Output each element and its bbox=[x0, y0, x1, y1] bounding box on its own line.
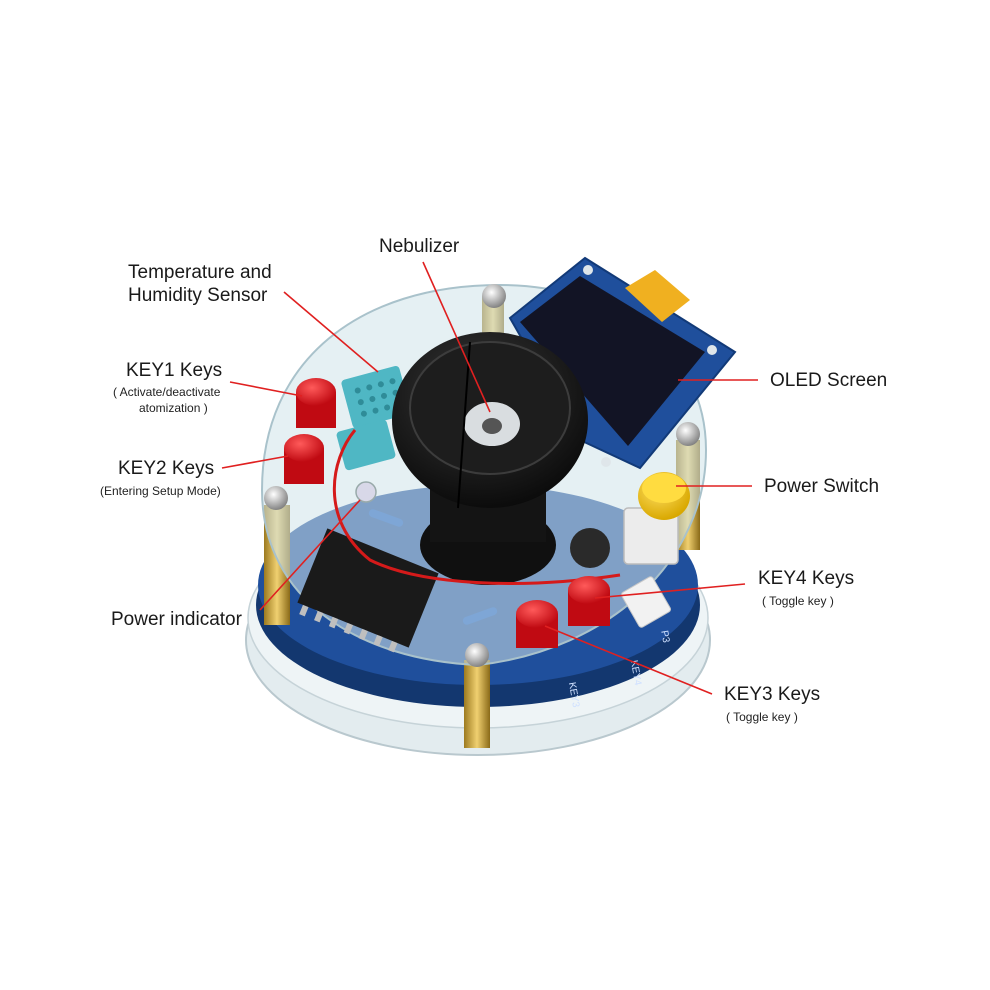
leader-key3 bbox=[544, 625, 713, 695]
screw-back bbox=[482, 284, 506, 308]
screw-left bbox=[264, 486, 288, 510]
key2-button-graphic bbox=[284, 434, 324, 484]
label-power-switch: Power Switch bbox=[764, 476, 880, 497]
white-connector bbox=[621, 576, 671, 628]
key3-button-graphic bbox=[516, 600, 558, 648]
screw-right bbox=[676, 422, 700, 446]
sensor-grille bbox=[354, 378, 402, 417]
label-key3-desc: ( Toggle key ) bbox=[726, 710, 798, 724]
label-temp-sensor-line2: Humidity Sensor bbox=[128, 285, 268, 306]
label-key1-desc-line1: ( Activate/deactivate bbox=[113, 385, 221, 399]
power-switch-cap bbox=[642, 473, 686, 503]
label-nebulizer: Nebulizer bbox=[379, 236, 460, 257]
nebulizer-outlet-hole bbox=[482, 418, 502, 434]
red-wire bbox=[332, 429, 621, 585]
silk-key3: KEY3 bbox=[566, 681, 581, 709]
leader-power-indicator bbox=[259, 499, 361, 611]
silk-p3: P3 bbox=[658, 630, 671, 644]
label-oled-screen: OLED Screen bbox=[770, 370, 888, 391]
label-key2: KEY2 Keys bbox=[118, 458, 215, 479]
leader-lines bbox=[221, 261, 758, 695]
label-temp-sensor-line1: Temperature and bbox=[128, 262, 272, 283]
label-key1-desc-line2: atomization ) bbox=[139, 401, 208, 415]
ic-pins bbox=[299, 604, 398, 653]
label-key4: KEY4 Keys bbox=[758, 568, 855, 589]
leader-key2 bbox=[221, 455, 289, 469]
resistor-1 bbox=[368, 509, 404, 527]
resistor-2 bbox=[462, 607, 498, 625]
leader-key4 bbox=[594, 583, 746, 599]
oled-mount-hole-1 bbox=[583, 265, 593, 275]
key1-button-graphic bbox=[296, 378, 336, 428]
label-power-indicator: Power indicator bbox=[111, 609, 242, 630]
inductor bbox=[570, 528, 610, 568]
leader-key1 bbox=[229, 381, 303, 397]
oled-mount-hole-3 bbox=[601, 457, 611, 467]
silk-key4: KEY4 bbox=[628, 659, 643, 687]
label-key3: KEY3 Keys bbox=[724, 684, 821, 705]
brass-standoff-front bbox=[464, 660, 490, 748]
oled-connector bbox=[625, 270, 690, 322]
leader-nebulizer bbox=[422, 261, 491, 413]
label-key4-desc: ( Toggle key ) bbox=[762, 594, 834, 608]
ic-chip bbox=[297, 528, 439, 648]
oled-mount-hole-2 bbox=[707, 345, 717, 355]
screw-front bbox=[465, 643, 489, 667]
leader-temp-sensor bbox=[283, 291, 379, 373]
label-key1: KEY1 Keys bbox=[126, 360, 223, 381]
label-key2-desc: (Entering Setup Mode) bbox=[100, 484, 221, 498]
key4-button-graphic bbox=[568, 576, 610, 626]
power-indicator-led bbox=[355, 481, 377, 503]
oled-screen-display bbox=[520, 276, 705, 446]
nebulizer-seam bbox=[457, 341, 471, 509]
